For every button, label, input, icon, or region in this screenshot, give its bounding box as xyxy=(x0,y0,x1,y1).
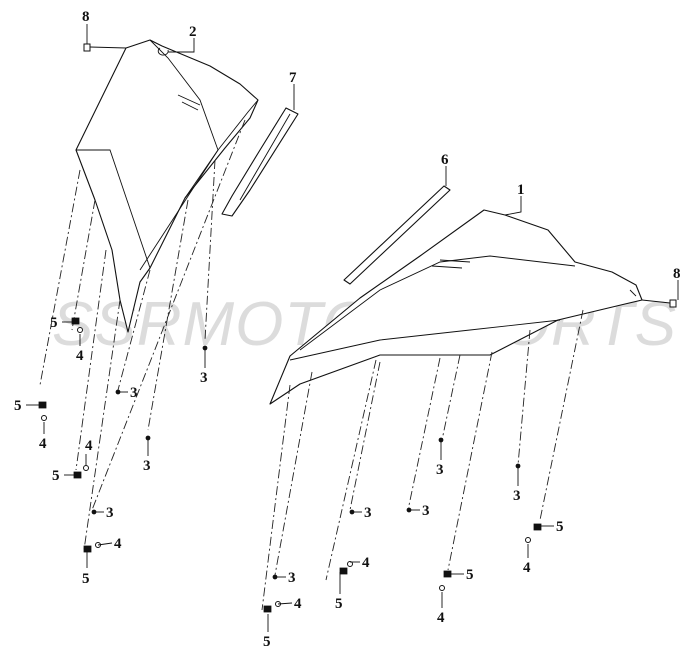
callout-l-5b: 5 xyxy=(14,398,22,414)
callout-r-3d: 3 xyxy=(422,503,430,519)
callout-r-5a: 5 xyxy=(556,519,564,535)
hardware xyxy=(38,43,677,613)
callout-r-4c: 4 xyxy=(362,555,370,571)
callout-l-3d: 3 xyxy=(106,505,114,521)
clip-r2 xyxy=(443,570,452,578)
nut-l3 xyxy=(83,465,89,471)
callout-7: 7 xyxy=(289,70,297,86)
clip-l4 xyxy=(83,545,92,553)
rivet-r2 xyxy=(515,463,521,469)
callout-l-5d: 5 xyxy=(82,571,90,587)
callout-l-3a: 3 xyxy=(130,385,138,401)
callout-l-5c: 5 xyxy=(52,468,60,484)
right-side-cover xyxy=(269,209,643,405)
nut-r2 xyxy=(439,585,445,591)
clip-l1 xyxy=(71,317,80,325)
callout-numbers: 8 2 7 6 1 8 5 4 5 4 5 4 4 5 3 3 3 3 3 3 … xyxy=(14,9,681,650)
callout-r-3e: 3 xyxy=(288,570,296,586)
callout-l-4a: 4 xyxy=(76,348,84,364)
left-trim-strip xyxy=(221,107,299,217)
callout-l-3c: 3 xyxy=(200,370,208,386)
callout-l-4d: 4 xyxy=(114,536,122,552)
rivet-r4 xyxy=(406,507,412,513)
callout-r-4b: 4 xyxy=(437,610,445,626)
nut-l1 xyxy=(77,327,83,333)
leader-lines xyxy=(26,24,679,632)
rivet-l3 xyxy=(202,345,208,351)
callout-l-4b: 4 xyxy=(39,436,47,452)
nut-r3 xyxy=(347,561,353,567)
callout-8-left: 8 xyxy=(82,9,90,25)
callout-r-5d: 5 xyxy=(263,634,271,650)
callout-r-5c: 5 xyxy=(335,596,343,612)
callout-6: 6 xyxy=(441,152,449,168)
nut-r1 xyxy=(525,537,531,543)
bolt-right xyxy=(641,299,677,308)
rivet-l4 xyxy=(91,509,97,515)
clip-r3 xyxy=(339,567,348,575)
callout-1: 1 xyxy=(517,182,525,198)
callout-8-right: 8 xyxy=(673,266,681,282)
clip-r4 xyxy=(263,605,272,613)
clip-l2 xyxy=(38,401,47,409)
callout-r-4d: 4 xyxy=(294,596,302,612)
left-side-cover xyxy=(75,39,259,333)
callout-r-3a: 3 xyxy=(436,462,444,478)
clip-r1 xyxy=(533,523,542,531)
callout-l-4c: 4 xyxy=(85,438,93,454)
callout-l-3b: 3 xyxy=(143,458,151,474)
callout-2: 2 xyxy=(189,24,197,40)
callout-r-3b: 3 xyxy=(513,488,521,504)
clip-l3 xyxy=(73,471,82,479)
nut-l2 xyxy=(41,415,47,421)
rivet-l2 xyxy=(145,435,151,441)
assembly-lines xyxy=(39,119,584,611)
bolt-left xyxy=(83,43,127,52)
callout-r-3c: 3 xyxy=(364,505,372,521)
rivet-r1 xyxy=(438,437,444,443)
callout-r-5b: 5 xyxy=(466,567,474,583)
right-trim-strip xyxy=(343,185,451,285)
rivet-r5 xyxy=(272,574,278,580)
callout-l-5a: 5 xyxy=(50,315,58,331)
callout-r-4a: 4 xyxy=(523,560,531,576)
rivet-r3 xyxy=(349,509,355,515)
rivet-l1 xyxy=(115,389,121,395)
